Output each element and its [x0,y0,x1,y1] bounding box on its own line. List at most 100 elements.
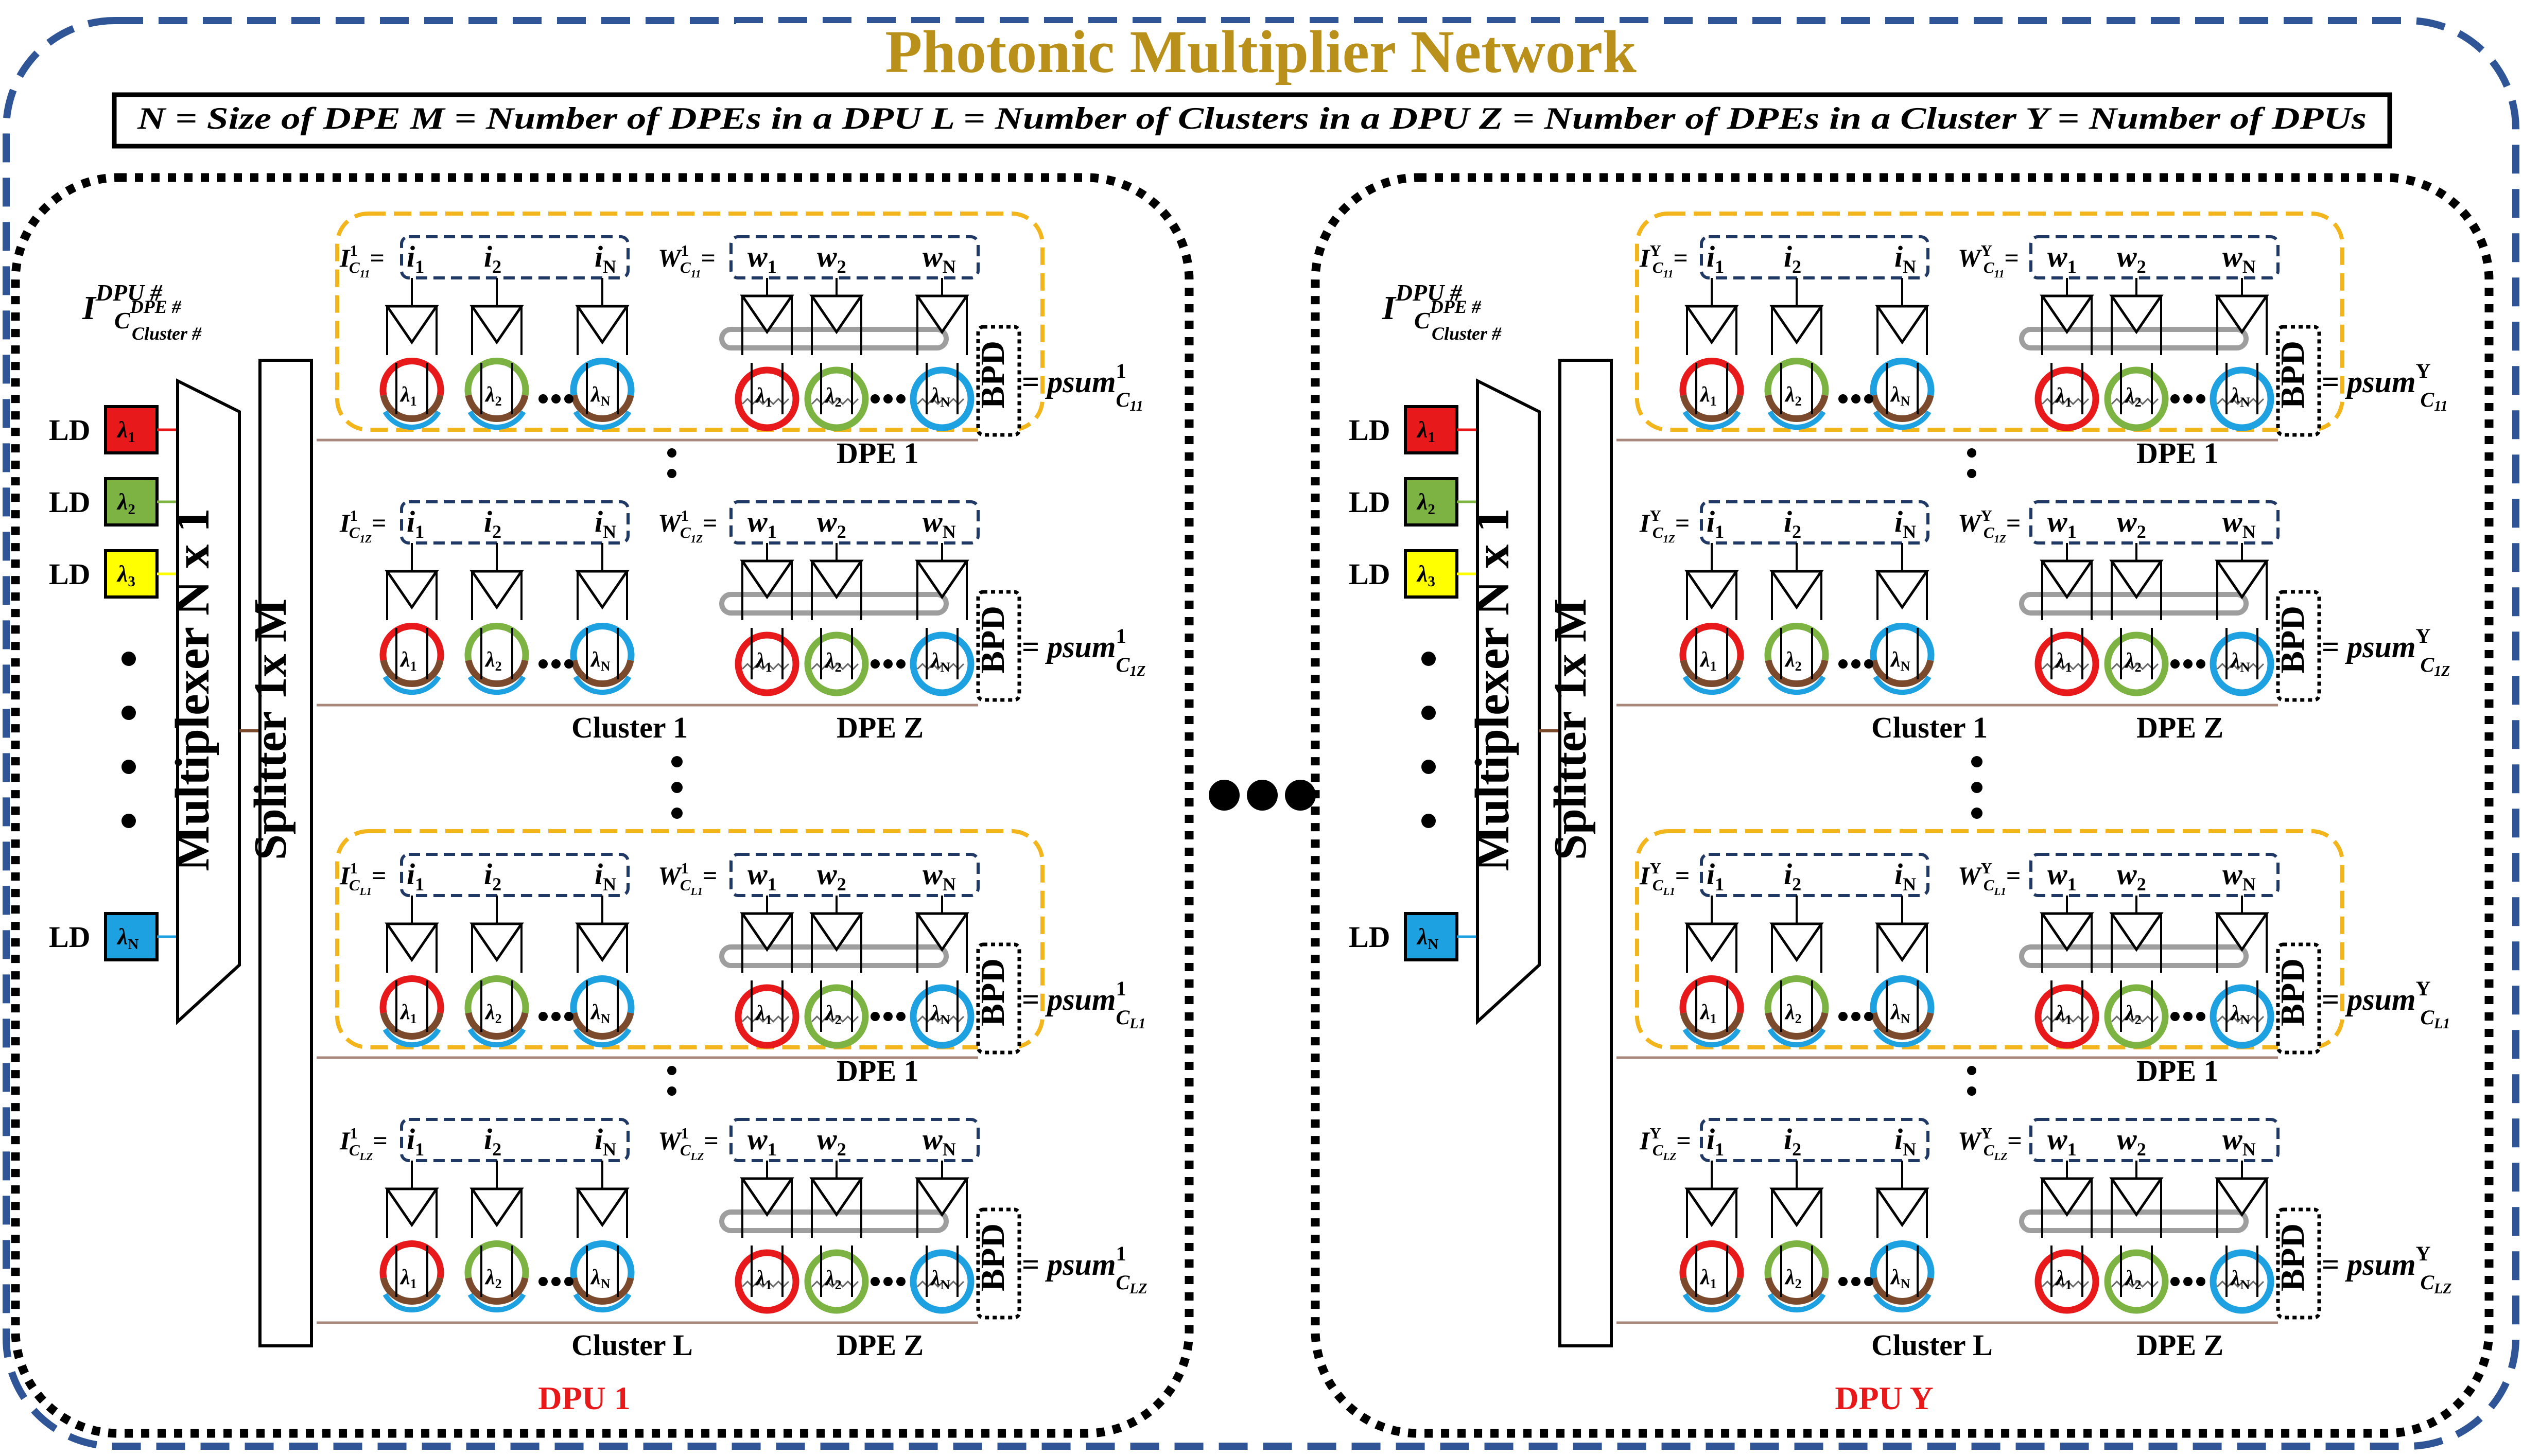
ring-ellipsis-dot [1851,394,1860,404]
ring-ellipsis-dot [551,394,561,404]
weight-ring-label: λN [2230,1002,2250,1027]
input-ring-lower-arc [465,1012,529,1040]
weight-ring-label: λN [930,1267,950,1292]
input-ring-lower-arc [570,659,634,687]
laser-ellipsis-dot [1421,706,1436,720]
input-ring-label: λ2 [484,383,502,409]
legend-box [112,92,2392,149]
cluster-ellipsis-dot [671,808,683,819]
input-ring-upper-arc [1679,1240,1744,1279]
weight-driver-icon [809,559,864,600]
cluster-label: Cluster L [571,1328,693,1362]
ring-ellipsis-dot [883,394,893,404]
dpe-label: DPE Z [837,1328,924,1362]
laser-wavelength-label: λ2 [1416,488,1435,518]
ring-ellipsis-dot [2183,1012,2193,1021]
ring-ellipsis-dot [1864,659,1873,669]
weight-driver-icon [809,294,864,335]
dpu-label: DPU 1 [538,1380,631,1416]
ring-ellipsis-dot [2196,394,2205,404]
input-ring-upper-arc [570,622,635,661]
weight-ring [2104,631,2169,696]
ring-ellipsis-dot [2196,659,2205,669]
splitter-block [1558,359,1613,1347]
input-driver-icon [1769,1187,1824,1227]
ring-ellipsis-dot [538,659,548,669]
weight-element-2: w2 [817,505,846,542]
weight-ring [804,1249,869,1314]
input-ring-label: λN [590,648,611,674]
dpu-header-symbol: IDPU #CDPE #Cluster # [82,279,202,344]
ring-ellipsis-dot [2183,1277,2193,1286]
ring-bus-coupler [573,410,632,430]
weight-ring [910,984,975,1049]
weight-ring-heater [811,662,859,671]
ring-ellipsis-dot [2196,1012,2205,1021]
weight-ring-label: λN [930,1002,950,1027]
bpd-box [976,1207,1021,1320]
weight-vector-box [2029,500,2280,545]
laser-label: LD [49,413,91,447]
ring-bus-coupler [1767,675,1826,695]
input-ring-lower-arc [1870,1277,1934,1305]
weight-driver-icon [2040,912,2094,952]
input-ring-lower-arc [380,1012,444,1040]
ring-ellipsis-dot [1864,394,1873,404]
input-ring-lower-arc [570,394,634,422]
ring-ellipsis-dot [1864,1012,1873,1021]
laser-label: LD [1349,557,1390,591]
input-driver-icon [575,1187,630,1227]
input-driver-icon [1684,570,1739,610]
weight-driver-icon [2040,1177,2094,1217]
weight-ring-label: λ2 [824,649,842,675]
input-ring-upper-arc [464,622,529,661]
weight-ring [804,366,869,431]
input-element-1: i1 [1707,240,1724,277]
input-ring-label: λN [1890,1001,1910,1026]
dpe-ellipsis-dot [667,1086,676,1096]
input-ring-label: λ1 [1699,1001,1717,1026]
ring-bus-coupler [382,410,441,430]
input-element-2: i2 [1784,1122,1801,1160]
input-ring-upper-arc [1764,622,1829,661]
ring-ellipsis-dot [1851,1277,1860,1286]
input-element-1: i1 [407,240,424,277]
dpe-ellipsis-dot [1967,448,1976,458]
network-title: Photonic Multiplier Network [885,18,1637,85]
ring-ellipsis-dot [2170,1277,2180,1286]
weight-ring-label: λ2 [2124,649,2142,675]
weight-element-2: w2 [2117,857,2146,894]
ring-ellipsis-dot [564,394,573,404]
weight-ring-heater [741,662,790,671]
input-ring-lower-arc [1680,1277,1744,1305]
weight-element-1: w1 [2047,857,2077,894]
ring-bus-coupler [1767,410,1826,430]
weight-driver-icon [915,559,969,600]
input-ring-lower-arc [465,394,529,422]
weight-ring-label: λN [930,384,950,410]
ring-bus-coupler [1767,1293,1826,1313]
input-ring-label: λN [590,383,611,409]
cluster-ellipsis-dot [1971,756,1982,767]
weight-element-2: w2 [2117,1122,2146,1160]
weight-driver-icon [2215,1177,2269,1217]
input-element-2: i2 [484,240,501,277]
dpe-label: DPE 1 [2136,436,2219,470]
input-driver-icon [575,570,630,610]
input-element-3: iN [595,240,616,277]
input-element-1: i1 [407,1122,424,1160]
input-vector-box [400,853,630,897]
ring-ellipsis-dot [883,1277,893,1286]
ring-ellipsis-dot [871,1277,880,1286]
dpu-label: DPU Y [1835,1380,1933,1416]
input-element-1: i1 [1707,857,1724,894]
input-ring-label: λ1 [399,648,417,674]
weight-ring [2210,366,2274,431]
laser-label: LD [49,920,91,954]
weight-ring [910,631,975,696]
